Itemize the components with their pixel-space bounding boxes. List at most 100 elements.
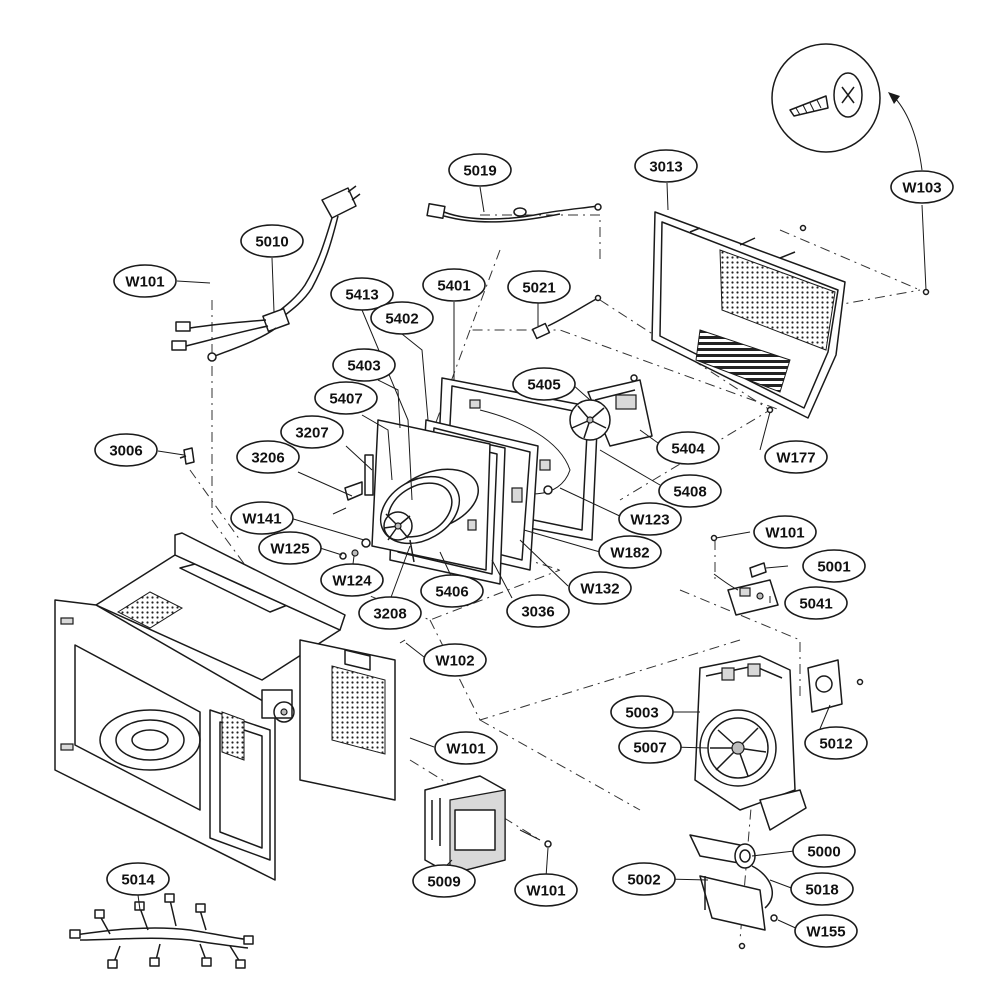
small-screws xyxy=(332,507,406,644)
callout-bubble xyxy=(802,549,866,583)
callout-text: W102 xyxy=(435,653,474,670)
oven-cavity xyxy=(54,532,396,881)
callout-5404: 5404 xyxy=(656,431,720,465)
callout-bubble xyxy=(240,224,304,258)
callout-bubble xyxy=(753,515,817,549)
callout-text: 5405 xyxy=(527,377,560,394)
callout-bubble xyxy=(423,643,487,677)
callout-5041: 5041 xyxy=(784,586,848,620)
callout-text: W177 xyxy=(776,450,815,467)
clip-3006 xyxy=(179,447,195,465)
callout-bubble xyxy=(258,531,322,565)
callout-bubble xyxy=(236,440,300,474)
callout-bubble xyxy=(314,381,378,415)
callout-bubble xyxy=(658,474,722,508)
callout-text: W132 xyxy=(580,581,619,598)
callout-text: 3208 xyxy=(373,606,406,623)
callout-5413: 5413 xyxy=(330,277,394,311)
callout-text: W101 xyxy=(446,741,485,758)
callout-bubble xyxy=(618,502,682,536)
callout-bubble xyxy=(634,149,698,183)
callout-5007: 5007 xyxy=(618,730,682,764)
callout-text: 3206 xyxy=(251,450,284,467)
callout-w132: W132 xyxy=(568,571,632,605)
callout-bubble xyxy=(412,864,476,898)
callout-text: W101 xyxy=(526,883,565,900)
callout-5019: 5019 xyxy=(448,153,512,187)
callout-text: 5014 xyxy=(121,872,155,889)
callout-bubble xyxy=(230,501,294,535)
callout-text: 5403 xyxy=(347,358,380,375)
wire-5019 xyxy=(426,202,602,223)
callout-bubble xyxy=(792,834,856,868)
callout-5021: 5021 xyxy=(507,270,571,304)
callout-bubble xyxy=(794,914,858,948)
callout-w141: W141 xyxy=(230,501,294,535)
convection-fan-5406 xyxy=(379,475,461,563)
callout-w101: W101 xyxy=(113,264,177,298)
callout-bubble xyxy=(618,730,682,764)
callout-bubble xyxy=(612,862,676,896)
bracket-3207 xyxy=(344,454,374,501)
callout-text: 5407 xyxy=(329,391,362,408)
callout-w123: W123 xyxy=(618,502,682,536)
callout-5401: 5401 xyxy=(422,268,486,302)
callout-text: 5000 xyxy=(807,844,840,861)
callout-text: 5009 xyxy=(427,874,460,891)
callout-w101: W101 xyxy=(753,515,817,549)
fan-motor-5012 xyxy=(807,659,864,713)
callout-bubble xyxy=(94,433,158,467)
callout-bubble xyxy=(370,301,434,335)
callout-w124: W124 xyxy=(320,563,384,597)
callout-text: 3036 xyxy=(521,604,554,621)
callout-bubble xyxy=(420,574,484,608)
callout-5003: 5003 xyxy=(610,695,674,729)
callout-text: W125 xyxy=(270,541,309,558)
callout-5408: 5408 xyxy=(658,474,722,508)
callout-5403: 5403 xyxy=(332,348,396,382)
callout-bubble xyxy=(434,731,498,765)
callout-text: 5404 xyxy=(671,441,705,458)
callout-bubble xyxy=(790,872,854,906)
callout-bubble xyxy=(330,277,394,311)
callout-3013: 3013 xyxy=(634,149,698,183)
wire-harness-5014 xyxy=(69,893,254,969)
callout-bubble xyxy=(422,268,486,302)
callout-3208: 3208 xyxy=(358,596,422,630)
callout-bubble xyxy=(514,873,578,907)
callout-text: 5018 xyxy=(805,882,838,899)
callout-5402: 5402 xyxy=(370,301,434,335)
callout-bubble xyxy=(784,586,848,620)
callout-bubble xyxy=(320,563,384,597)
callout-bubble xyxy=(106,862,170,896)
callout-text: W155 xyxy=(806,924,845,941)
callout-text: 5002 xyxy=(627,872,660,889)
callout-text: W103 xyxy=(902,180,941,197)
callout-text: 5413 xyxy=(345,287,378,304)
callout-text: 5010 xyxy=(255,234,288,251)
leader-lines xyxy=(137,182,927,931)
callout-w125: W125 xyxy=(258,531,322,565)
callout-text: W123 xyxy=(630,512,669,529)
callout-w155: W155 xyxy=(794,914,858,948)
callout-text: 5402 xyxy=(385,311,418,328)
callout-w177: W177 xyxy=(764,440,828,474)
callout-text: 3207 xyxy=(295,425,328,442)
callout-text: 3006 xyxy=(109,443,142,460)
callout-5010: 5010 xyxy=(240,224,304,258)
power-cord-5010 xyxy=(171,185,361,362)
callout-text: 5406 xyxy=(435,584,468,601)
callout-bubble xyxy=(890,170,954,204)
callout-text: 3013 xyxy=(649,159,682,176)
callout-bubble xyxy=(506,594,570,628)
callout-w101: W101 xyxy=(434,731,498,765)
callout-w102: W102 xyxy=(423,643,487,677)
sensor-5021 xyxy=(531,294,602,340)
callout-3006: 3006 xyxy=(94,433,158,467)
callout-text: W101 xyxy=(765,525,804,542)
callout-text: W182 xyxy=(610,545,649,562)
callout-5406: 5406 xyxy=(420,574,484,608)
callout-bubble xyxy=(804,726,868,760)
pcb-5041 xyxy=(710,534,779,616)
